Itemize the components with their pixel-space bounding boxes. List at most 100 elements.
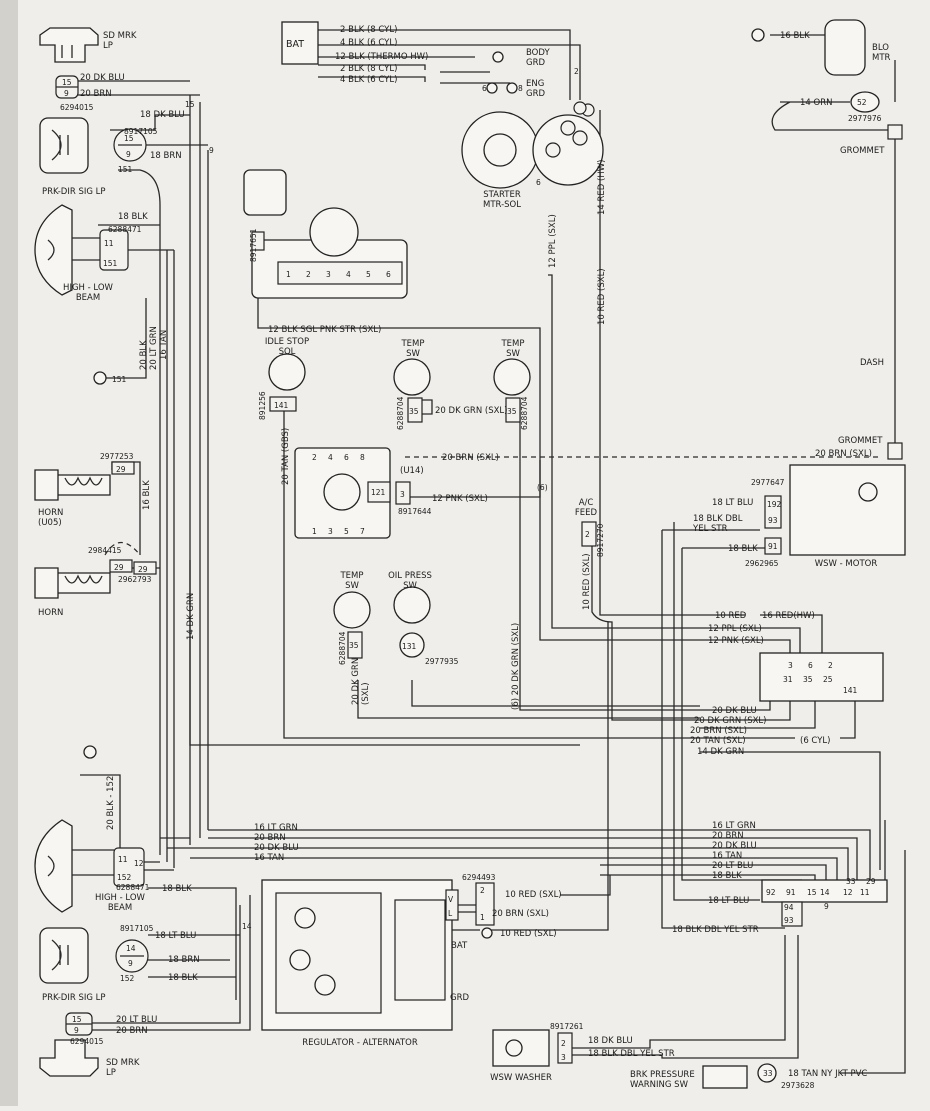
label-bat-term: BAT bbox=[451, 941, 468, 951]
svg-text:16 TAN: 16 TAN bbox=[712, 851, 742, 861]
temp-switch-1-connector bbox=[407, 397, 423, 423]
firing-order-number: 5 bbox=[366, 270, 371, 279]
connector-52 bbox=[850, 91, 880, 113]
svg-text:29: 29 bbox=[114, 563, 124, 572]
horn-connector-a bbox=[109, 559, 133, 573]
svg-text:29: 29 bbox=[866, 877, 876, 886]
u14-connector bbox=[395, 481, 411, 505]
svg-text:20 BRN: 20 BRN bbox=[116, 1026, 148, 1036]
svg-text:891256: 891256 bbox=[258, 391, 267, 420]
temp-switch-2 bbox=[493, 358, 531, 396]
wsw-connector-192-93 bbox=[764, 495, 782, 529]
svg-text:121: 121 bbox=[371, 488, 386, 497]
svg-text:6288704: 6288704 bbox=[520, 396, 529, 430]
svg-text:8917261: 8917261 bbox=[550, 1022, 584, 1031]
ground-152 bbox=[83, 745, 97, 759]
svg-text:14: 14 bbox=[126, 944, 136, 953]
distributor-terminal-number: 2 bbox=[312, 453, 317, 462]
svg-text:16 BLK: 16 BLK bbox=[142, 480, 152, 510]
label-dash: DASH bbox=[860, 358, 884, 368]
svg-text:12 PNK (SXL): 12 PNK (SXL) bbox=[432, 494, 488, 504]
connector-6294493 bbox=[475, 882, 495, 926]
svg-text:18 BLK: 18 BLK bbox=[728, 544, 758, 554]
svg-text:8: 8 bbox=[518, 84, 523, 93]
svg-text:18 BLK DBL YEL STR: 18 BLK DBL YEL STR bbox=[672, 925, 759, 935]
idle-stop-connector bbox=[269, 396, 297, 412]
eng-ground-a bbox=[486, 82, 498, 94]
svg-text:18 BLK DBL YEL STR: 18 BLK DBL YEL STR bbox=[588, 1049, 675, 1059]
beam-connector-bottom bbox=[113, 847, 145, 887]
connector-labels: 15 9 15 9 11 151 29 29 29 141 35 35 121 … bbox=[62, 78, 876, 1078]
svg-text:20 LT BLU: 20 LT BLU bbox=[712, 861, 753, 871]
svg-text:10 RED: 10 RED bbox=[715, 611, 747, 621]
label-term-l: L bbox=[448, 909, 453, 918]
washer-connector bbox=[557, 1032, 573, 1064]
svg-text:141: 141 bbox=[274, 401, 289, 410]
svg-text:16 BLK: 16 BLK bbox=[780, 31, 810, 41]
svg-text:12 PNK (SXL): 12 PNK (SXL) bbox=[708, 636, 764, 646]
svg-text:18 LT BLU: 18 LT BLU bbox=[712, 498, 753, 508]
svg-text:6288471: 6288471 bbox=[116, 883, 150, 892]
svg-text:20 BRN (SXL): 20 BRN (SXL) bbox=[815, 449, 872, 459]
svg-text:151: 151 bbox=[118, 165, 133, 174]
svg-text:12 PPL (SXL): 12 PPL (SXL) bbox=[548, 214, 558, 268]
svg-text:2: 2 bbox=[574, 67, 579, 76]
wsw-connector-91 bbox=[764, 537, 782, 555]
svg-text:8917270: 8917270 bbox=[596, 523, 605, 557]
svg-text:91: 91 bbox=[786, 888, 796, 897]
horn-connector-b bbox=[133, 561, 157, 575]
svg-text:35: 35 bbox=[507, 407, 517, 416]
svg-text:94: 94 bbox=[784, 903, 794, 912]
svg-text:18 BRN: 18 BRN bbox=[150, 151, 182, 161]
component-layer bbox=[34, 19, 906, 1089]
page-edge-shadow bbox=[0, 0, 18, 1106]
body-ground bbox=[492, 51, 504, 63]
svg-text:16 LT GRN: 16 LT GRN bbox=[712, 821, 756, 831]
svg-text:12: 12 bbox=[134, 859, 144, 868]
svg-text:16 TAN: 16 TAN bbox=[254, 853, 284, 863]
svg-text:6288471: 6288471 bbox=[108, 225, 142, 234]
svg-text:92: 92 bbox=[766, 888, 776, 897]
svg-text:2: 2 bbox=[828, 661, 833, 670]
svg-text:33: 33 bbox=[846, 877, 856, 886]
distributor-terminal-number: 3 bbox=[328, 527, 333, 536]
svg-text:52: 52 bbox=[857, 98, 867, 107]
firing-order-number: 2 bbox=[306, 270, 311, 279]
svg-text:2: 2 bbox=[585, 530, 590, 539]
sd-mrk-lamp-bottom bbox=[39, 1039, 99, 1077]
label-prk-dir-top: PRK-DIR SIG LP bbox=[42, 187, 106, 197]
distributor-rotor bbox=[309, 207, 359, 257]
sd-mrk-lamp-top bbox=[39, 27, 99, 63]
svg-text:31: 31 bbox=[783, 675, 793, 684]
svg-text:12 BLK (THERMO HW): 12 BLK (THERMO HW) bbox=[335, 52, 428, 62]
svg-text:6288704: 6288704 bbox=[338, 631, 347, 665]
svg-text:15: 15 bbox=[72, 1015, 82, 1024]
eng-ground-b bbox=[506, 82, 518, 94]
wsw-motor bbox=[789, 464, 906, 556]
svg-text:29: 29 bbox=[138, 565, 148, 574]
label-wsw-washer: WSW WASHER bbox=[490, 1073, 552, 1083]
svg-text:18 DK BLU: 18 DK BLU bbox=[140, 110, 185, 120]
part-number-labels: 6294015 8917105 151 6288471 151 2977253 … bbox=[60, 103, 882, 1090]
brk-pressure-switch bbox=[702, 1065, 748, 1089]
svg-text:18 BLK: 18 BLK bbox=[168, 973, 198, 983]
label-term-v: V bbox=[448, 895, 454, 904]
battery bbox=[281, 21, 319, 65]
label-horn-u05: HORN(U05) bbox=[38, 508, 63, 528]
svg-text:2 BLK (8 CYL): 2 BLK (8 CYL) bbox=[340, 64, 397, 74]
svg-text:152: 152 bbox=[117, 873, 132, 882]
svg-text:6294015: 6294015 bbox=[60, 103, 94, 112]
label-grommet-1: GROMMET bbox=[840, 146, 885, 156]
svg-text:15: 15 bbox=[124, 134, 134, 143]
